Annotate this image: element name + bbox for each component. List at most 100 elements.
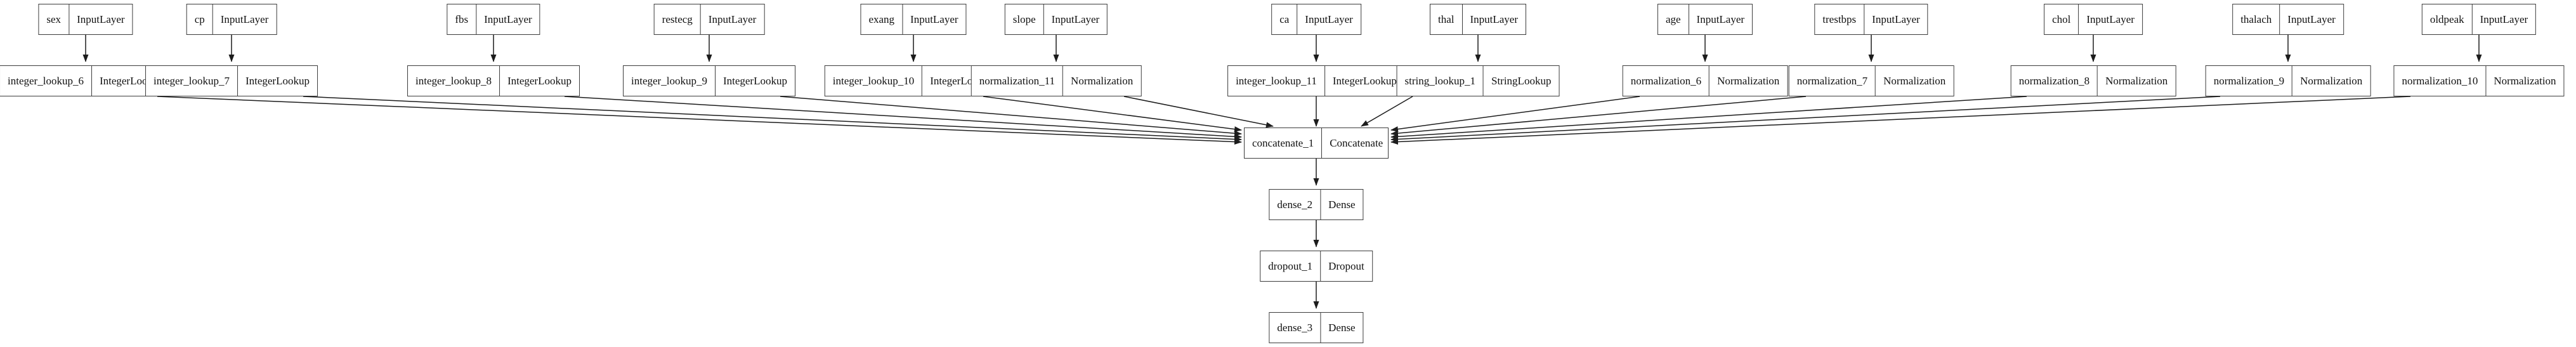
- concatenate-node: concatenate_1 Concatenate: [1244, 128, 1389, 159]
- layer-name: integer_lookup_7: [146, 66, 238, 96]
- edge-string-lookup-1-to-concatenate: [1361, 96, 1413, 127]
- input-node-cp: cp InputLayer: [186, 4, 277, 35]
- layer-type: InputLayer: [220, 13, 269, 25]
- input-node-ca: ca InputLayer: [1271, 4, 1361, 35]
- layer-type: IntegerLookup: [507, 74, 572, 87]
- preprocess-node-string-lookup-1: string_lookup_1 StringLookup: [1396, 65, 1560, 96]
- layer-type: InputLayer: [1470, 13, 1519, 25]
- preprocess-node-integer-lookup-11: integer_lookup_11 IntegerLookup: [1227, 65, 1405, 96]
- layer-type: Normalization: [1883, 74, 1946, 87]
- preprocess-node-normalization-8: normalization_8 Normalization: [2010, 65, 2176, 96]
- layer-name: normalization_7: [1789, 66, 1876, 96]
- input-node-trestbps: trestbps InputLayer: [1814, 4, 1928, 35]
- layer-name: dense_3: [1269, 313, 1321, 343]
- layer-type: Dense: [1328, 321, 1356, 334]
- layer-name: thalach: [2233, 4, 2280, 34]
- layer-type: InputLayer: [708, 13, 757, 25]
- layer-type: InputLayer: [2086, 13, 2135, 25]
- layer-name: thal: [1430, 4, 1463, 34]
- layer-type: InputLayer: [1872, 13, 1920, 25]
- edge-integer-lookup-8-to-concatenate: [564, 96, 1242, 140]
- layer-type: Normalization: [1717, 74, 1780, 87]
- layer-type: InputLayer: [77, 13, 125, 25]
- layer-name: normalization_10: [2394, 66, 2487, 96]
- layer-type: Normalization: [2494, 74, 2556, 87]
- layer-name: dense_2: [1269, 190, 1321, 219]
- input-node-fbs: fbs InputLayer: [447, 4, 540, 35]
- layer-name: age: [1658, 4, 1689, 34]
- layer-name: cp: [187, 4, 213, 34]
- layer-type: InputLayer: [2480, 13, 2528, 25]
- input-node-thalach: thalach InputLayer: [2232, 4, 2344, 35]
- layer-name: ca: [1272, 4, 1298, 34]
- input-node-chol: chol InputLayer: [2044, 4, 2143, 35]
- edge-integer-lookup-10-to-concatenate: [983, 96, 1242, 133]
- input-node-age: age InputLayer: [1657, 4, 1753, 35]
- preprocess-node-integer-lookup-7: integer_lookup_7 IntegerLookup: [145, 65, 318, 96]
- layer-name: integer_lookup_11: [1228, 66, 1325, 96]
- edge-normalization-6-to-concatenate: [1390, 96, 1640, 132]
- layer-type: InputLayer: [1696, 13, 1745, 25]
- layer-type: Dropout: [1328, 259, 1364, 272]
- preprocess-node-normalization-11: normalization_11 Normalization: [971, 65, 1142, 96]
- layer-type: IntegerLookup: [1332, 74, 1397, 87]
- preprocess-node-integer-lookup-9: integer_lookup_9 IntegerLookup: [623, 65, 795, 96]
- layer-name: integer_lookup_6: [0, 66, 92, 96]
- layer-type: IntegerLookup: [245, 74, 310, 87]
- preprocess-node-normalization-10: normalization_10 Normalization: [2393, 65, 2565, 96]
- layer-name: sex: [39, 4, 70, 34]
- layer-name: chol: [2044, 4, 2079, 34]
- layer-name: string_lookup_1: [1397, 66, 1484, 96]
- edge-integer-lookup-7-to-concatenate: [303, 96, 1242, 142]
- layer-name: trestbps: [1815, 4, 1865, 34]
- edge-normalization-7-to-concatenate: [1390, 96, 1807, 136]
- layer-type: StringLookup: [1491, 74, 1552, 87]
- layer-name: normalization_9: [2206, 66, 2293, 96]
- layer-name: oldpeak: [2422, 4, 2473, 34]
- layer-type: IntegerLookup: [722, 74, 787, 87]
- layer-type: InputLayer: [2287, 13, 2336, 25]
- input-node-thal: thal InputLayer: [1429, 4, 1527, 35]
- layer-name: restecg: [655, 4, 701, 34]
- edge-normalization-11-to-concatenate: [1123, 96, 1274, 128]
- layer-type: Normalization: [1071, 74, 1134, 87]
- layer-name: integer_lookup_10: [825, 66, 923, 96]
- layer-name: normalization_6: [1623, 66, 1710, 96]
- layer-name: dropout_1: [1260, 251, 1321, 281]
- edge-normalization-9-to-concatenate: [1390, 96, 2221, 142]
- layer-type: Concatenate: [1330, 136, 1383, 149]
- edge-integer-lookup-6-to-concatenate: [157, 96, 1242, 145]
- layer-type: Normalization: [2105, 74, 2168, 87]
- input-node-exang: exang InputLayer: [860, 4, 967, 35]
- preprocess-node-normalization-6: normalization_6 Normalization: [1622, 65, 1788, 96]
- input-node-sex: sex InputLayer: [38, 4, 133, 35]
- input-node-slope: slope InputLayer: [1004, 4, 1108, 35]
- layer-type: InputLayer: [910, 13, 958, 25]
- layer-name: concatenate_1: [1245, 128, 1323, 158]
- edge-normalization-8-to-concatenate: [1390, 96, 2027, 140]
- layer-type: Normalization: [2300, 74, 2363, 87]
- layer-name: integer_lookup_8: [408, 66, 500, 96]
- preprocess-node-normalization-9: normalization_9 Normalization: [2205, 65, 2371, 96]
- dense-3-node: dense_3 Dense: [1269, 312, 1364, 343]
- preprocess-node-normalization-7: normalization_7 Normalization: [1788, 65, 1954, 96]
- dense-2-node: dense_2 Dense: [1269, 189, 1364, 220]
- layer-name: slope: [1005, 4, 1044, 34]
- layer-type: InputLayer: [1051, 13, 1100, 25]
- layer-type: Dense: [1328, 198, 1356, 211]
- layer-name: normalization_11: [972, 66, 1064, 96]
- layer-name: exang: [861, 4, 903, 34]
- input-node-restecg: restecg InputLayer: [653, 4, 765, 35]
- preprocess-node-integer-lookup-8: integer_lookup_8 IntegerLookup: [407, 65, 580, 96]
- edge-normalization-10-to-concatenate: [1390, 96, 2411, 145]
- layer-name: fbs: [447, 4, 477, 34]
- dropout-1-node: dropout_1 Dropout: [1260, 251, 1373, 282]
- edge-integer-lookup-9-to-concatenate: [780, 96, 1242, 136]
- layer-type: InputLayer: [1305, 13, 1353, 25]
- layer-name: normalization_8: [2011, 66, 2098, 96]
- layer-type: InputLayer: [484, 13, 532, 25]
- layer-name: integer_lookup_9: [624, 66, 716, 96]
